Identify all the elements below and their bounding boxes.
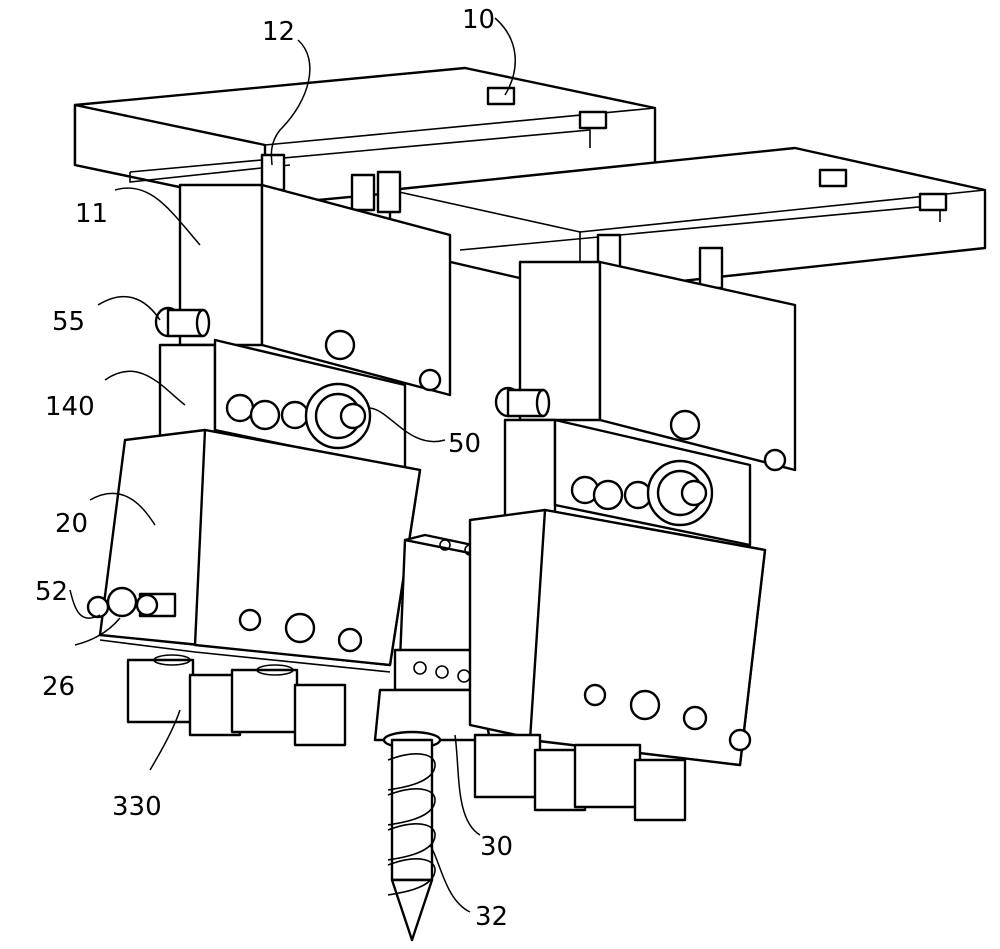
upper-block-left (154, 183, 452, 397)
label-52: 52 (35, 577, 68, 607)
leader-lines (69, 17, 516, 913)
top-plate-left (73, 66, 657, 207)
reference-labels: 10 12 11 55 140 50 20 52 26 330 30 32 (35, 5, 513, 932)
label-330: 330 (112, 792, 162, 822)
bearing-section-right (553, 418, 752, 547)
label-11: 11 (75, 199, 108, 229)
label-10: 10 (462, 5, 495, 35)
lower-block-right (468, 508, 767, 767)
lower-block-left (86, 428, 422, 673)
feet-left (126, 654, 347, 747)
bearing-section-left (213, 338, 407, 472)
support-posts (260, 153, 724, 290)
upper-block-right (494, 260, 797, 472)
label-50: 50 (448, 429, 481, 459)
label-32: 32 (475, 902, 508, 932)
label-26: 26 (42, 672, 75, 702)
label-140: 140 (45, 392, 95, 422)
label-30: 30 (480, 832, 513, 862)
label-55: 55 (52, 307, 85, 337)
feet-right (473, 733, 687, 822)
label-20: 20 (55, 509, 88, 539)
label-12: 12 (262, 17, 295, 47)
screw-auger (387, 738, 436, 942)
